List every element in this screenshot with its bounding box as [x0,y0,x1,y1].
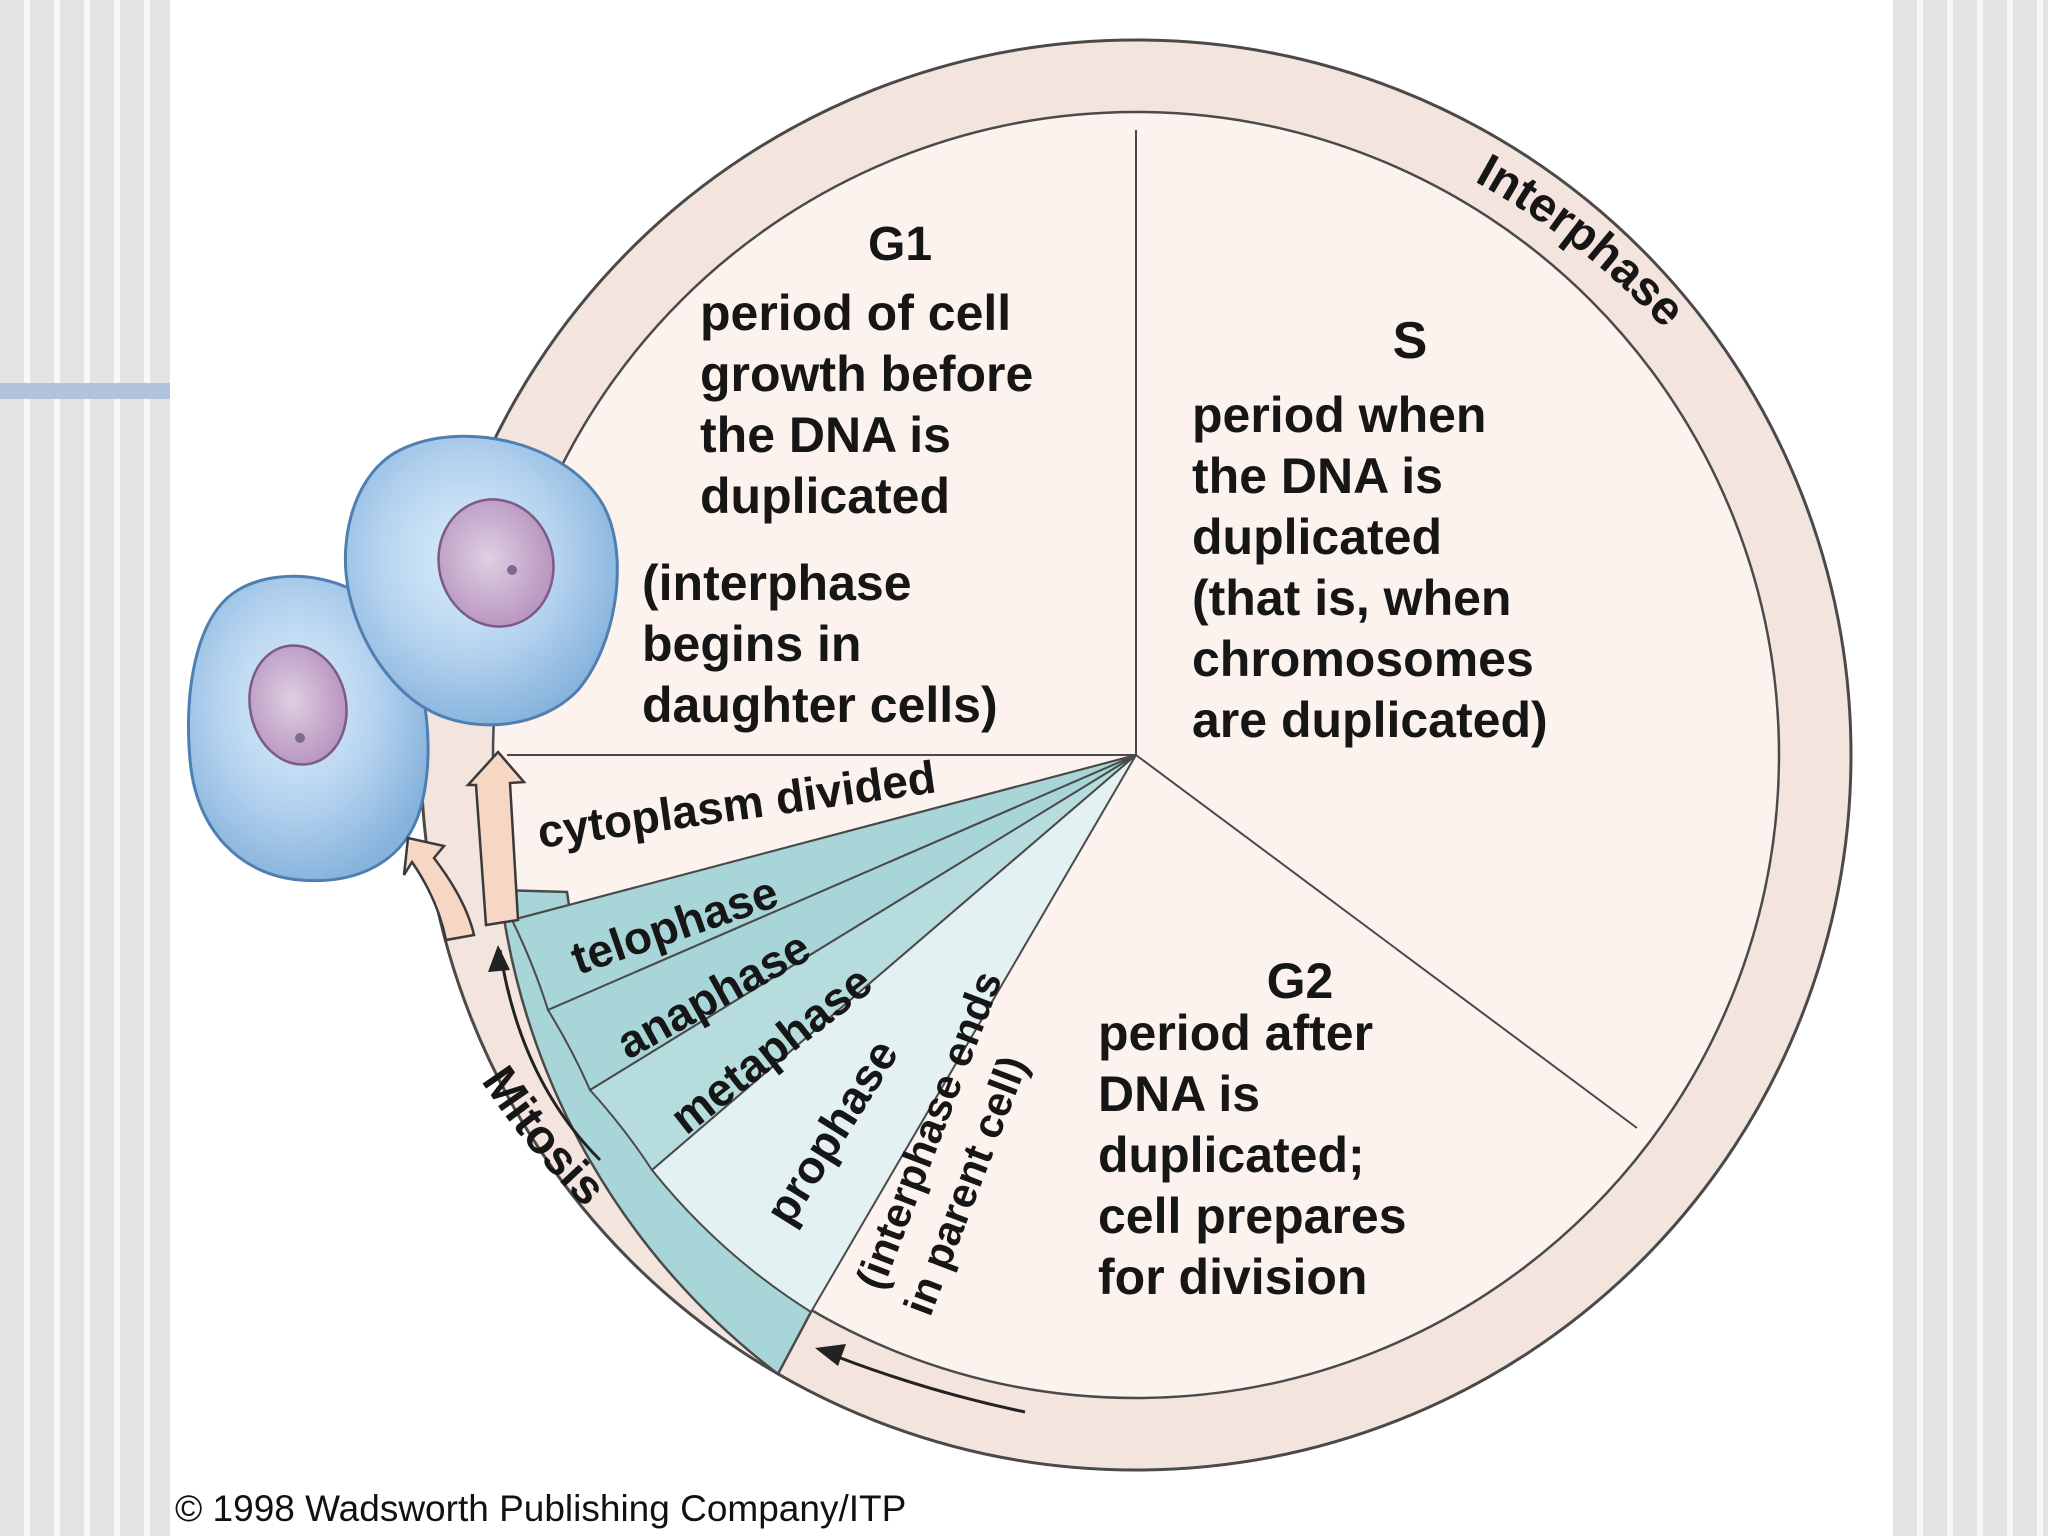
g2-line-4: cell prepares [1098,1188,1407,1244]
g1-line-2: growth before [700,346,1033,402]
right-decorative-stripes [1893,0,2048,1536]
nucleolus-left [295,733,305,743]
nucleus-right [437,498,555,628]
g2-line-5: for division [1098,1249,1367,1305]
left-decorative-stripes [0,0,170,1536]
s-line-5: chromosomes [1192,631,1534,687]
g1-line-1: period of cell [700,285,1011,341]
g2-line-2: DNA is [1098,1066,1260,1122]
prophase-wedge [650,754,1137,1314]
g2-title: G2 [1267,953,1334,1009]
divider-s-g2 [1135,754,1638,1129]
arrow-to-left-cell [402,836,476,942]
g1-note-line-3: daughter cells) [642,677,998,733]
s-line-1: period when [1192,387,1486,443]
g1-note-line-2: begins in [642,616,861,672]
arrow-head-bottom [815,1344,846,1366]
arrow-head-left [488,945,510,972]
arrow-to-right-cell [465,750,527,927]
nucleolus-right [507,565,517,575]
s-line-3: duplicated [1192,509,1442,565]
g1-title: G1 [868,218,932,271]
g1-line-3: the DNA is [700,407,951,463]
left-accent-bar [0,383,170,399]
g1-note-line-1: (interphase [642,555,912,611]
s-line-6: are duplicated) [1192,692,1548,748]
s-line-2: the DNA is [1192,448,1443,504]
divider-cytoplasm-telophase [511,754,1137,921]
arrow-mitosis-up [498,949,602,1162]
s-title: S [1393,312,1428,370]
nucleus-left [248,644,348,766]
s-line-4: (that is, when [1192,570,1511,626]
g2-line-3: duplicated; [1098,1127,1365,1183]
daughter-cells [187,434,619,883]
g1-line-4: duplicated [700,468,950,524]
g2-line-1: period after [1098,1005,1373,1061]
copyright-notice: © 1998 Wadsworth Publishing Company/ITP [175,1488,907,1529]
arrow-g2-to-mitosis [819,1348,1026,1414]
